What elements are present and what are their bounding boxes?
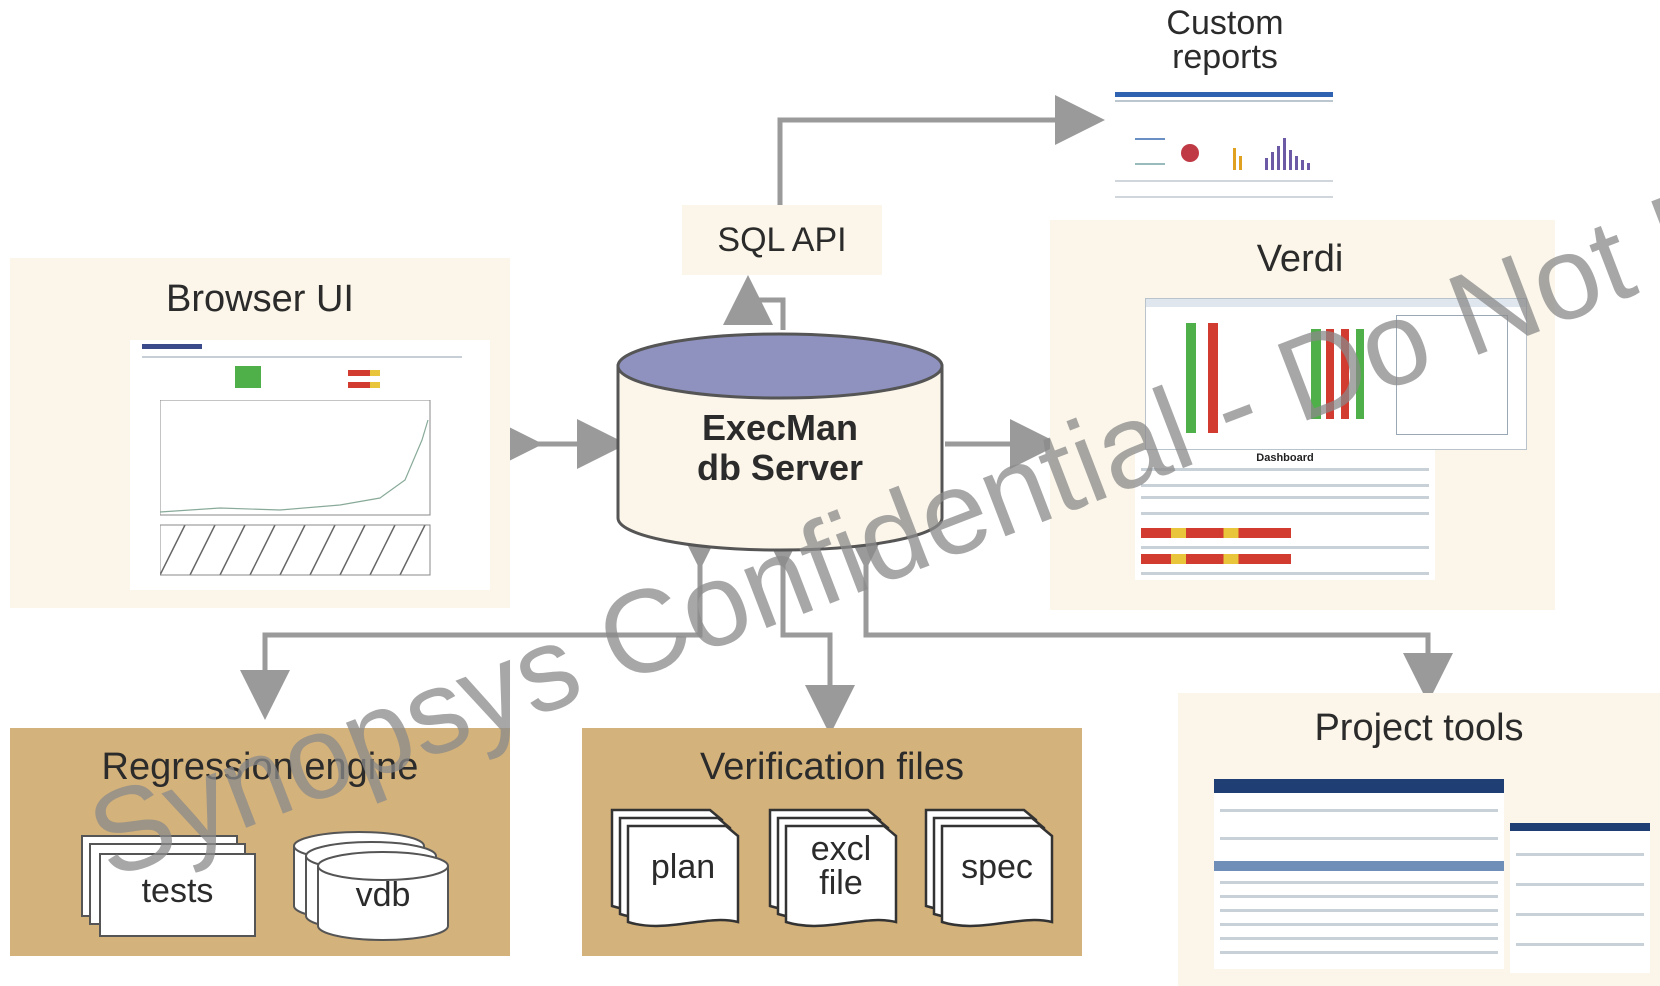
execman-db-server bbox=[616, 332, 944, 552]
browser-ui-title: Browser UI bbox=[166, 278, 354, 320]
project-tools-title: Project tools bbox=[1314, 707, 1524, 749]
spec-label: spec bbox=[961, 848, 1033, 886]
regression-engine-title: Regression engine bbox=[101, 746, 419, 788]
arrow-server-to-sqlapi bbox=[723, 275, 786, 330]
vdb-stack-icon bbox=[293, 831, 449, 941]
excl-file-label: excl file bbox=[786, 832, 896, 900]
browser-ui-thumbnail bbox=[130, 340, 490, 590]
sql-api-label: SQL API bbox=[717, 220, 847, 259]
tests-label: tests bbox=[141, 872, 214, 910]
custom-reports-line1: Custom bbox=[1166, 4, 1284, 42]
project-tools-thumbnail-main bbox=[1214, 779, 1504, 969]
plan-label: plan bbox=[650, 848, 716, 886]
arrow-sqlapi-to-reports bbox=[777, 95, 1105, 205]
custom-reports-chart-icon bbox=[1115, 138, 1333, 198]
excl-file-line2: file bbox=[819, 864, 863, 902]
arrow-server-verification bbox=[758, 520, 855, 735]
verdi-panel: Verdi Dashboard bbox=[1050, 220, 1555, 610]
project-tools-panel: Project tools bbox=[1178, 693, 1660, 986]
browser-ui-graph-icon bbox=[160, 400, 431, 576]
custom-reports-thumbnail bbox=[1110, 82, 1338, 214]
verdi-thumbnail bbox=[1145, 298, 1527, 450]
verification-files-title: Verification files bbox=[699, 746, 964, 788]
custom-reports-label: Custom reports bbox=[1110, 6, 1340, 74]
custom-reports-line2: reports bbox=[1172, 38, 1278, 76]
sql-api-box: SQL API bbox=[682, 205, 882, 275]
browser-ui-panel: Browser UI bbox=[10, 258, 510, 608]
verdi-dashboard-title: Dashboard bbox=[1256, 452, 1314, 464]
db-server-line2: db Server bbox=[696, 447, 864, 488]
verification-files-panel: Verification files plan excl file spec bbox=[582, 728, 1082, 956]
db-server-line1: ExecMan bbox=[701, 407, 859, 448]
excl-file-line1: excl bbox=[810, 830, 872, 868]
excl-file-doc-stack-icon bbox=[768, 808, 898, 928]
regression-engine-panel: Regression engine tests vdb bbox=[10, 728, 510, 956]
spec-doc-stack-icon bbox=[924, 808, 1054, 928]
project-tools-thumbnail-side bbox=[1510, 823, 1650, 973]
plan-doc-stack-icon bbox=[610, 808, 740, 928]
tests-stack-icon bbox=[81, 835, 256, 937]
vdb-label: vdb bbox=[355, 876, 411, 914]
db-server-top bbox=[616, 332, 944, 400]
arrow-server-regression bbox=[240, 520, 725, 720]
verdi-dashboard: Dashboard bbox=[1135, 450, 1435, 580]
verdi-title: Verdi bbox=[1256, 238, 1344, 280]
arrow-server-project bbox=[841, 520, 1453, 703]
db-server-label: ExecMan db Server bbox=[614, 408, 946, 488]
